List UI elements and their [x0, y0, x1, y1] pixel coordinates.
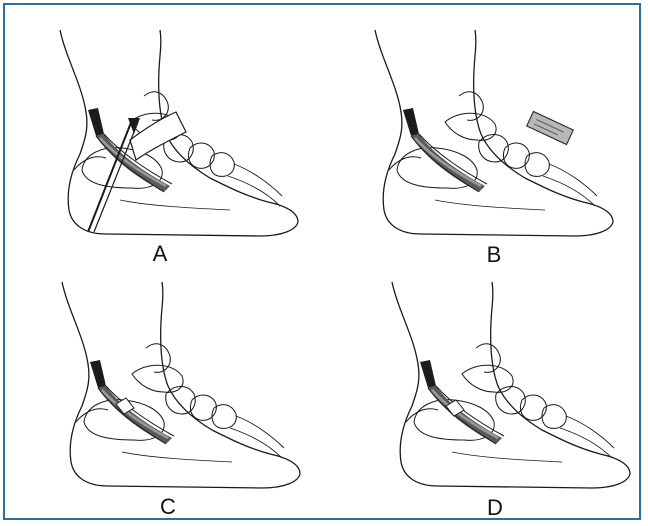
panel-label-b: B [474, 244, 514, 266]
panel-d-foot [392, 282, 630, 488]
panel-a-foot [60, 30, 298, 236]
panel-label-c: C [148, 496, 188, 518]
panel-c-foot [62, 282, 300, 488]
panel-b-foot [375, 30, 613, 236]
panel-label-d: D [475, 497, 515, 519]
panel-label-a: A [140, 243, 180, 265]
